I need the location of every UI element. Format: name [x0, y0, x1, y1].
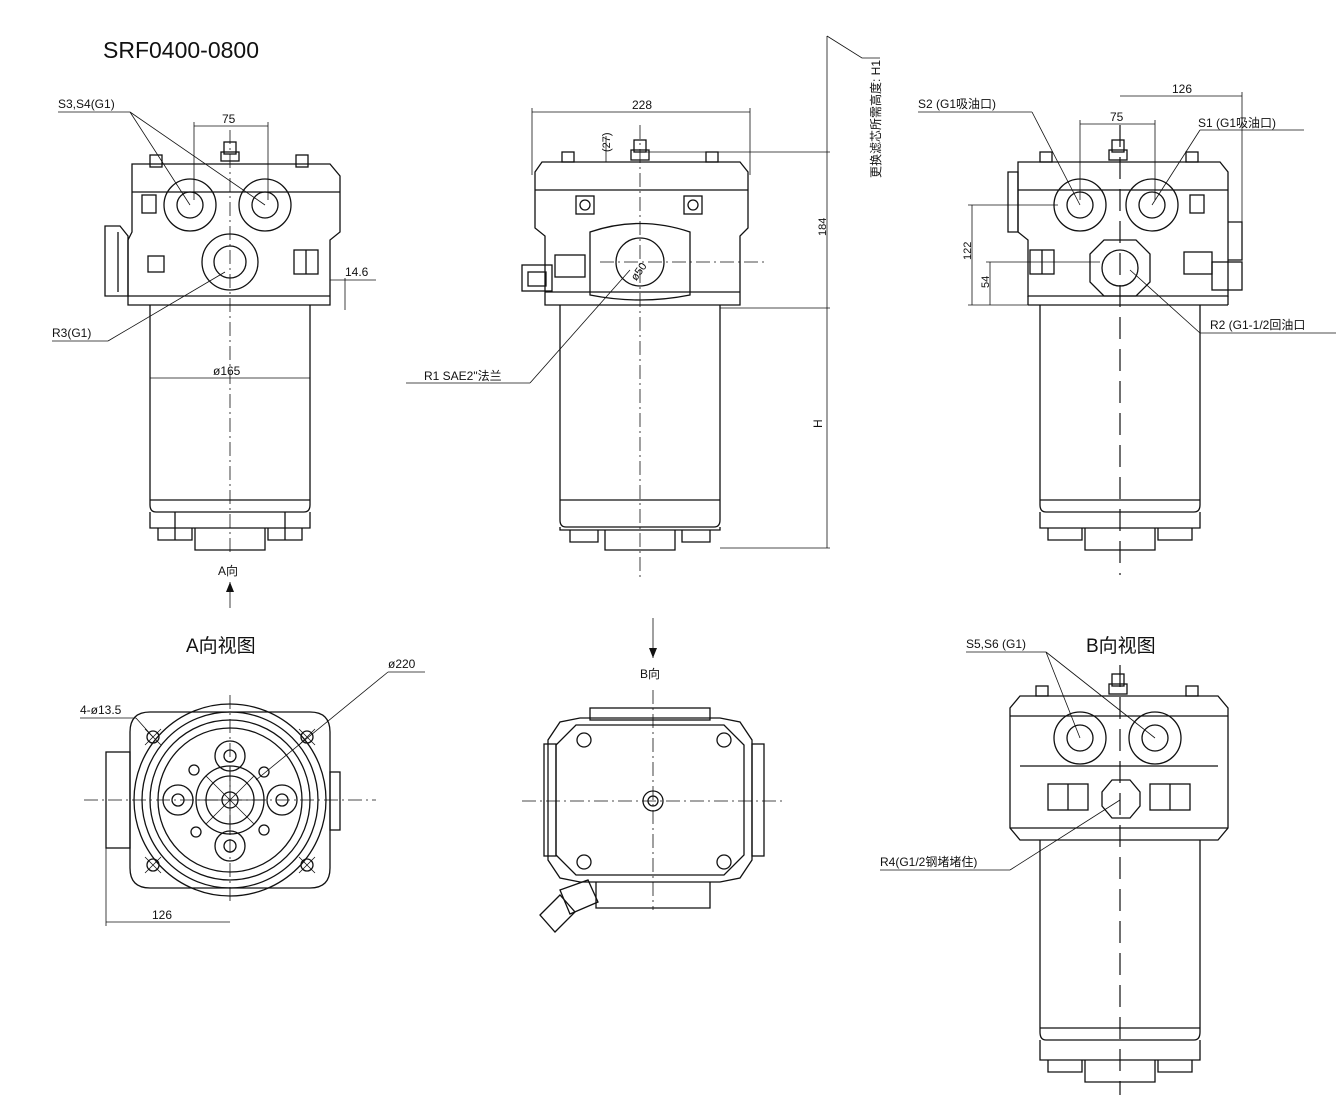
- solenoid-connector-b: [539, 879, 599, 933]
- dim-h: H: [811, 419, 825, 428]
- b-direction-label: B向: [640, 666, 660, 681]
- dim-75-right: 75: [1110, 110, 1124, 124]
- a-direction-label: A向: [218, 563, 238, 578]
- dim-14-6: 14.6: [345, 265, 369, 279]
- dim-d165: ø165: [213, 364, 241, 378]
- label-r3: R3(G1): [52, 326, 91, 340]
- b-view-top: B向: [522, 618, 785, 933]
- label-r4: R4(G1/2钢堵堵住): [880, 855, 977, 869]
- drawing-title: SRF0400-0800: [103, 37, 259, 63]
- label-s2: S2 (G1吸油口): [918, 97, 996, 111]
- dim-75-left: 75: [222, 112, 236, 126]
- dim-126-top: 126: [1172, 82, 1192, 96]
- label-r1: R1 SAE2"法兰: [424, 369, 502, 383]
- label-h1-note: 更换滤芯所需高度: H1: [868, 60, 883, 178]
- dim-126-bottom: 126: [152, 908, 172, 922]
- dim-27: (27): [601, 132, 613, 152]
- solenoid-connector: [521, 254, 586, 292]
- dim-228: 228: [632, 98, 652, 112]
- b-view-title: B向视图: [1086, 635, 1156, 657]
- label-s3-s4: S3,S4(G1): [58, 97, 115, 111]
- label-s5-s6: S5,S6 (G1): [966, 637, 1026, 651]
- label-bolt-holes: 4-ø13.5: [80, 703, 122, 717]
- front-view-right: 126 75 122 54 S2 (G1吸油口) S1 (G1吸油口) R2 (…: [918, 82, 1336, 575]
- dim-184: 184: [817, 218, 829, 236]
- dim-d220: ø220: [388, 657, 416, 671]
- dim-54: 54: [980, 276, 992, 288]
- solenoid-connector-right: [1183, 251, 1243, 291]
- dim-d50: ø50: [629, 261, 650, 283]
- label-s1: S1 (G1吸油口): [1198, 116, 1276, 130]
- label-r2: R2 (G1-1/2回油口: [1210, 318, 1305, 332]
- a-view-title: A向视图: [186, 635, 256, 657]
- b-view: B向视图 S5,S6 (G1) R4(G1/2钢堵堵住): [880, 635, 1229, 1095]
- front-view-left: A向 75 14.6 ø165 S3,S4(G1) R3(G1): [52, 97, 376, 608]
- dim-122: 122: [962, 242, 974, 260]
- front-view-middle: ø50 228 (27) 184 H 更换滤芯所: [406, 35, 883, 578]
- a-view: A向视图: [80, 635, 425, 926]
